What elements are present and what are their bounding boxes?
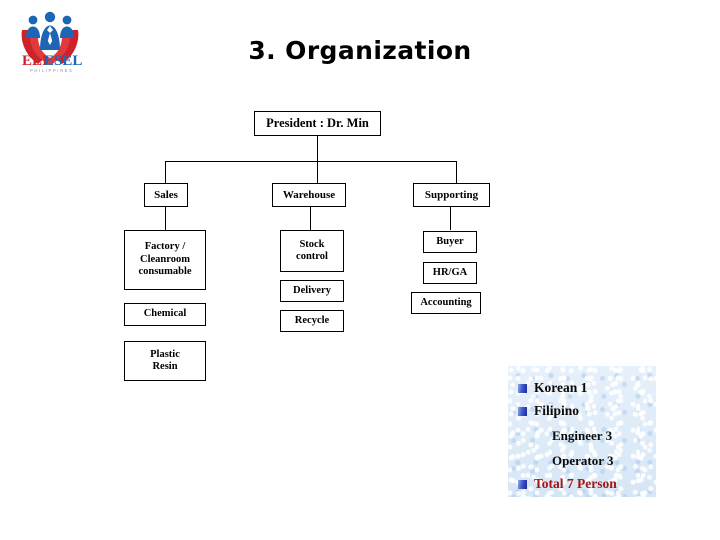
legend-label: Operator 3 — [552, 453, 614, 468]
eliesel-logo: ELI ESEL PHILIPPINES — [16, 8, 88, 78]
org-node-recycle[interactable]: Recycle — [280, 310, 344, 332]
legend-item-operator: Operator 3 — [518, 453, 614, 469]
svg-text:PHILIPPINES: PHILIPPINES — [30, 68, 73, 73]
org-node-delivery[interactable]: Delivery — [280, 280, 344, 302]
legend-label-total: Total 7 Person — [534, 476, 617, 491]
legend-label: Engineer 3 — [552, 428, 613, 443]
org-node-chemical[interactable]: Chemical — [124, 303, 206, 326]
org-node-warehouse[interactable]: Warehouse — [272, 183, 346, 207]
org-node-president[interactable]: President : Dr. Min — [254, 111, 381, 136]
connector-bus — [165, 161, 456, 162]
legend-item-engineer: Engineer 3 — [518, 428, 612, 444]
connector-drop-supporting — [456, 161, 457, 183]
bullet-square-icon — [518, 383, 527, 393]
legend-item-korean: Korean 1 — [518, 380, 587, 396]
connector-sales-stem — [165, 207, 166, 230]
legend-item-filipino: Filipino — [518, 403, 579, 419]
logo-graphic: ELI ESEL PHILIPPINES — [21, 11, 82, 73]
page-title: 3. Organization — [248, 36, 472, 65]
legend-item-total: Total 7 Person — [518, 476, 617, 492]
bullet-square-icon — [518, 406, 527, 416]
org-node-sales[interactable]: Sales — [144, 183, 188, 207]
org-node-accounting[interactable]: Accounting — [411, 292, 481, 314]
legend-panel: Korean 1 Filipino Engineer 3 Operator 3 … — [508, 366, 656, 497]
connector-drop-warehouse — [317, 161, 318, 183]
legend-label: Korean 1 — [534, 380, 588, 395]
org-node-buyer[interactable]: Buyer — [423, 231, 477, 253]
connector-warehouse-stem — [310, 207, 311, 230]
connector-root-stem — [317, 136, 318, 161]
connector-drop-sales — [165, 161, 166, 183]
svg-text:ELI: ELI — [22, 53, 48, 69]
svg-text:ESEL: ESEL — [44, 53, 82, 69]
org-node-hr-ga[interactable]: HR/GA — [423, 262, 477, 284]
bullet-square-icon — [518, 479, 527, 489]
connector-supporting-stem — [450, 207, 451, 230]
org-node-supporting[interactable]: Supporting — [413, 183, 490, 207]
legend-label: Filipino — [534, 403, 580, 418]
